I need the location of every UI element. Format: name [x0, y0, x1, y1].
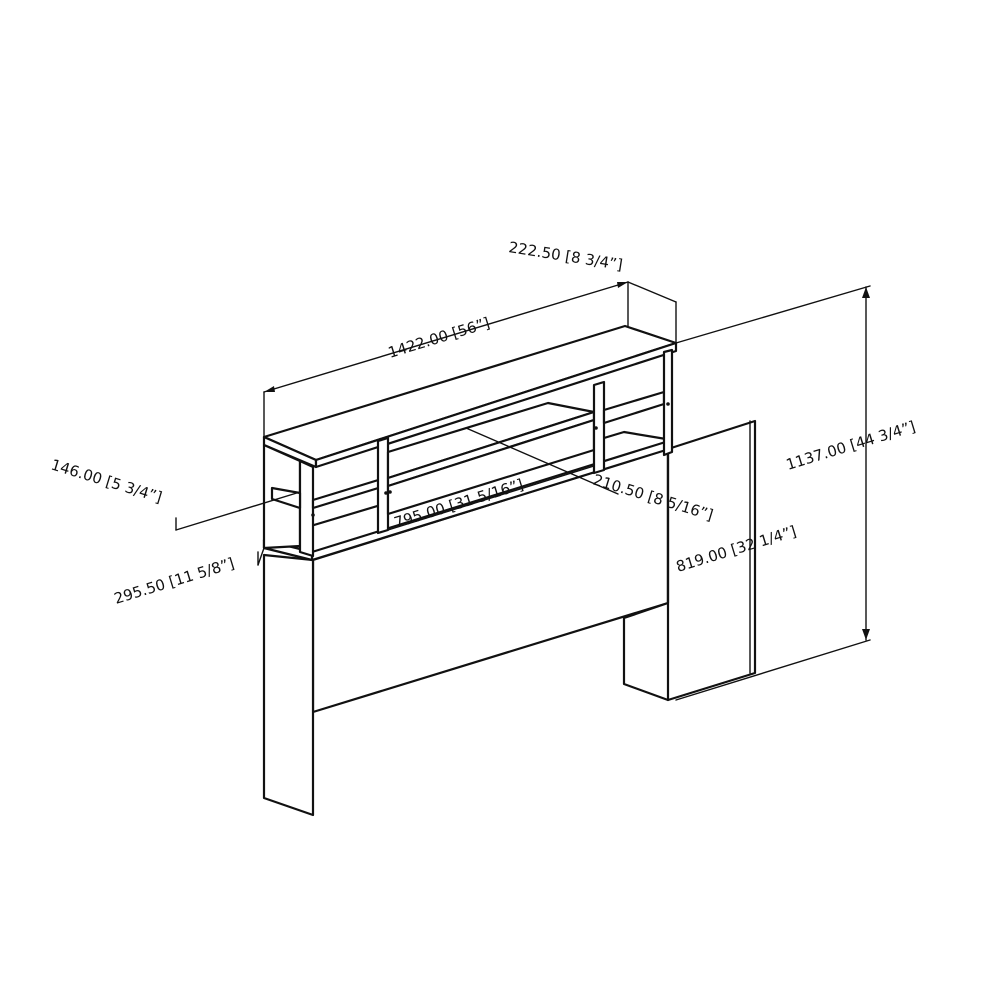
- dimension-shelf-depth: [175, 491, 301, 531]
- label-depth: 222.50 [8 3/4”]: [507, 238, 624, 274]
- left-shelf: [270, 486, 302, 510]
- label-overall-height: 1137.00 [44 3/4”]: [784, 417, 918, 473]
- dimension-inner-width: [387, 465, 595, 531]
- label-shelf-depth: 146.00 [5 3/4”]: [49, 456, 164, 507]
- left-leg: [262, 553, 315, 817]
- divider-left: [376, 436, 390, 535]
- divider-right: [592, 380, 606, 475]
- dimension-compartment: [257, 547, 265, 566]
- dimension-overall-height: [675, 285, 871, 701]
- dimension-leg-height: [749, 420, 756, 674]
- dimension-width: [263, 281, 629, 438]
- dimension-depth: [627, 281, 677, 344]
- label-compartment-height: 295.50 [11 5/8”]: [112, 554, 237, 608]
- label-overall-width: 1422.00 [56”]: [386, 314, 492, 362]
- dimension-inner-depth: [465, 427, 619, 495]
- bookcase-unit: [262, 324, 678, 562]
